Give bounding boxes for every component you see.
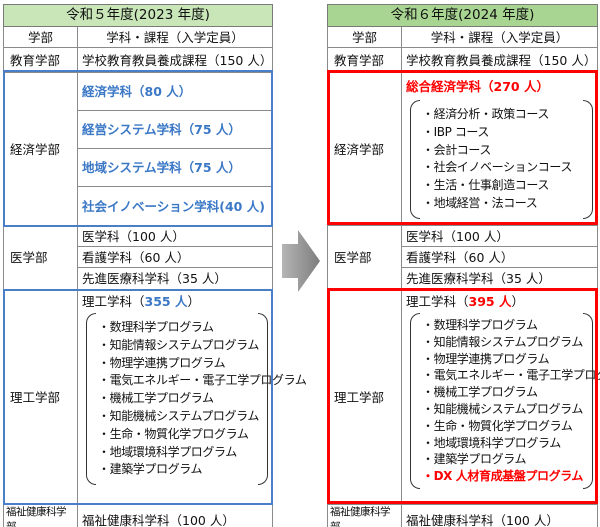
program-item: ・地域環境科学プログラム [98,444,237,459]
course-nursing: 看護学科（60 人） [77,246,273,268]
course-medicine: 医学科（100 人） [77,225,273,247]
program-item: ・知能機械システムプログラム [422,401,583,416]
program-item: ・建築学プログラム [98,462,203,477]
course-science: 理工学科（355 人） [82,294,200,309]
program-item: ・電気エネルギー・電子工学プログラム [422,368,600,383]
bracket-right [258,313,268,486]
dept-economics: 経済学部 [327,72,402,226]
course-medicine: 医学科（100 人） [401,225,598,247]
panel-2024: 令和６年度(2024 年度) 学部 学科・課程（入学定員） 教育学部 学校教育教… [327,4,600,527]
program-list: ・数理科学プログラム ・知能情報システムプログラム ・物理学連携プログラム ・電… [410,313,600,489]
course-economics: 経済学科（80 人） [77,72,273,111]
dept-welfare: 福祉健康科学部 [3,504,78,527]
dept-welfare: 福祉健康科学部 [327,504,402,527]
course-education: 学校教育教員養成課程（150 人） [77,47,273,73]
bracket-left [410,313,420,489]
dept-science: 理工学部 [3,289,78,505]
program-item: ・物理学連携プログラム [98,355,226,370]
course-advanced-medical: 先進医療科学科（35 人） [401,267,598,290]
course-welfare: 福祉健康科学科（100 人） [77,504,273,527]
bracket-right [583,313,593,489]
program-item: ・数理科学プログラム [98,320,214,334]
course-integrated-economics: 総合経済学科（270 人） [406,79,549,94]
header-dept: 学部 [327,26,402,48]
sub-course-item: ・地域経営・法コース [422,195,538,210]
dept-education: 教育学部 [3,47,78,73]
dept-medicine: 医学部 [3,225,78,290]
arrow-right-icon [282,230,320,292]
program-item: ・知能機械システムプログラム [98,408,259,423]
panel-title: 令和５年度(2023 年度) [3,4,273,27]
sub-course-item: ・経済分析・政策コース [422,107,550,121]
course-management-systems: 経営システム学科（75 人） [77,110,273,149]
program-list: ・数理科学プログラム ・知能情報システムプログラム ・物理学連携プログラム ・電… [86,313,307,486]
program-item: ・建築学プログラム [422,452,527,467]
sub-course-item: ・社会イノベーションコース [422,160,572,175]
program-item-new: ・DX 人材育成基盤プログラム [422,469,584,484]
program-item: ・電気エネルギー・電子工学プログラム [98,373,307,388]
bracket-left [86,313,96,486]
program-item: ・知能情報システムプログラム [422,334,583,349]
dept-education: 教育学部 [327,47,402,73]
course-advanced-medical: 先進医療科学科（35 人） [77,267,273,290]
header-course: 学科・課程（入学定員） [401,26,598,48]
course-science: 理工学科（395 人） [406,294,524,309]
program-item: ・知能情報システムプログラム [98,337,259,352]
course-list: ・経済分析・政策コース ・IBP コース ・会計コース ・社会イノベーションコー… [410,100,593,219]
program-item: ・生命・物質化学プログラム [422,418,573,433]
course-regional-systems: 地域システム学科（75 人） [77,148,273,187]
course-nursing: 看護学科（60 人） [401,246,598,268]
program-item: ・数理科学プログラム [422,318,538,332]
dept-economics: 経済学部 [3,72,78,226]
program-item: ・機械工学プログラム [422,385,538,400]
panel-2023: 令和５年度(2023 年度) 学部 学科・課程（入学定員） 教育学部 学校教育教… [3,4,307,527]
header-course: 学科・課程（入学定員） [77,26,273,48]
program-item: ・生命・物質化学プログラム [98,426,249,441]
header-dept: 学部 [3,26,78,48]
program-item: ・物理学連携プログラム [422,351,550,366]
bracket-left [410,100,420,219]
faculty-table-2024: 令和６年度(2024 年度) 学部 学科・課程（入学定員） 教育学部 学校教育教… [327,4,600,527]
sub-course-item: ・生活・仕事創造コース [422,178,550,193]
program-item: ・地域環境科学プログラム [422,435,561,450]
program-item: ・機械工学プログラム [98,391,214,406]
sub-course-item: ・会計コース [422,142,492,157]
economics-cell: 総合経済学科（270 人） ・経済分析・政策コース ・IBP コース ・会計コー… [401,72,598,226]
course-education: 学校教育教員養成課程（150 人） [401,47,598,73]
science-capacity: 355 人 [144,294,188,309]
science-cell: 理工学科（395 人） ・数理科学プログラム ・知能情報システムプログラム ・物… [401,289,600,505]
science-cell: 理工学科（355 人） ・数理科学プログラム ・知能情報システムプログラム ・物… [77,289,307,505]
course-social-innovation: 社会イノベーション学科(40 人) [77,186,273,226]
faculty-table-2023: 令和５年度(2023 年度) 学部 学科・課程（入学定員） 教育学部 学校教育教… [3,4,307,527]
course-welfare: 福祉健康科学科（100 人） [401,504,598,527]
science-capacity: 395 人 [468,294,512,309]
dept-science: 理工学部 [327,289,402,505]
dept-medicine: 医学部 [327,225,402,290]
panel-title: 令和６年度(2024 年度) [327,4,598,27]
bracket-right [583,100,593,219]
sub-course-item: ・IBP コース [422,124,490,139]
